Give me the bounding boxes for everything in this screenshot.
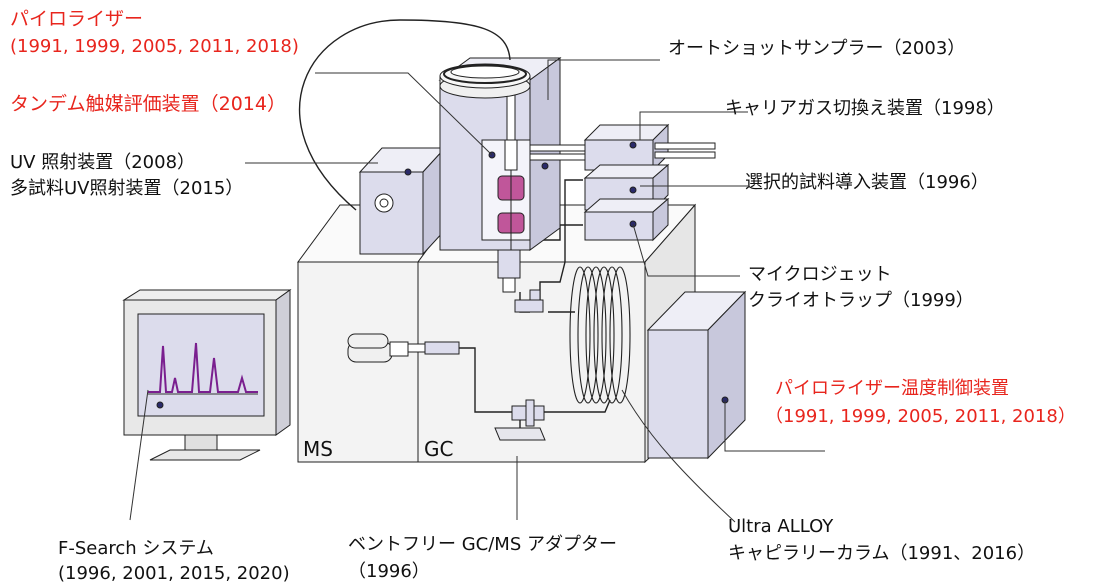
pyrolyzer-cable <box>298 19 511 211</box>
temp-controller <box>646 290 747 460</box>
label-pyrolyzer-title: パイロライザー <box>10 8 144 30</box>
uv-device <box>358 146 447 256</box>
label-autoshot: オートショットサンプラー（2003） <box>668 38 966 59</box>
label-ventfree-year: （1996） <box>348 561 430 582</box>
label-microjet: マイクロジェット <box>748 264 892 285</box>
connectors <box>407 249 546 441</box>
label-multi-uv: 多試料UV照射装置（2015） <box>10 178 244 199</box>
label-tandem: タンデム触媒評価装置（2014） <box>10 93 286 115</box>
label-capillary-column: キャピラリーカラム（1991、2016） <box>728 543 1036 564</box>
microjet-cryotrap <box>583 197 670 242</box>
carrier-gas-switcher <box>529 123 716 172</box>
monitor <box>122 289 292 461</box>
label-ultra-alloy: Ultra ALLOY <box>728 516 834 537</box>
leader-lines <box>129 59 825 523</box>
label-uv-irradiation: UV 照射装置（2008） <box>10 152 196 173</box>
label-fsearch: F-Search システム <box>58 538 214 559</box>
label-temp-years: （1991, 1999, 2005, 2011, 2018） <box>765 406 1076 427</box>
chromatogram-trace <box>148 342 258 393</box>
label-pyrolyzer-years: (1991, 1999, 2005, 2011, 2018) <box>10 36 299 57</box>
label-cryotrap: クライオトラップ（1999） <box>748 290 974 311</box>
pyrolyzer-tower <box>438 57 562 251</box>
autoshot-carousel <box>439 63 531 99</box>
microjet-tee <box>514 299 544 313</box>
label-ventfree: ベントフリー GC/MS アダプター <box>348 534 617 555</box>
ms-pump <box>347 333 409 363</box>
label-gc: GC <box>424 437 454 461</box>
label-ms: MS <box>303 437 333 461</box>
ms-inlet <box>424 341 460 355</box>
label-fsearch-years: (1996, 2001, 2015, 2020) <box>58 563 290 584</box>
adapter-plate <box>494 427 546 441</box>
capillary-column-coil <box>569 266 631 404</box>
label-temp-controller: パイロライザー温度制御装置 <box>775 378 1009 399</box>
label-selective: 選択的試料導入装置（1996） <box>745 172 989 193</box>
pyrolyzer-interface <box>497 249 521 279</box>
label-carrier-gas: キャリアガス切換え装置（1998） <box>725 98 1005 119</box>
